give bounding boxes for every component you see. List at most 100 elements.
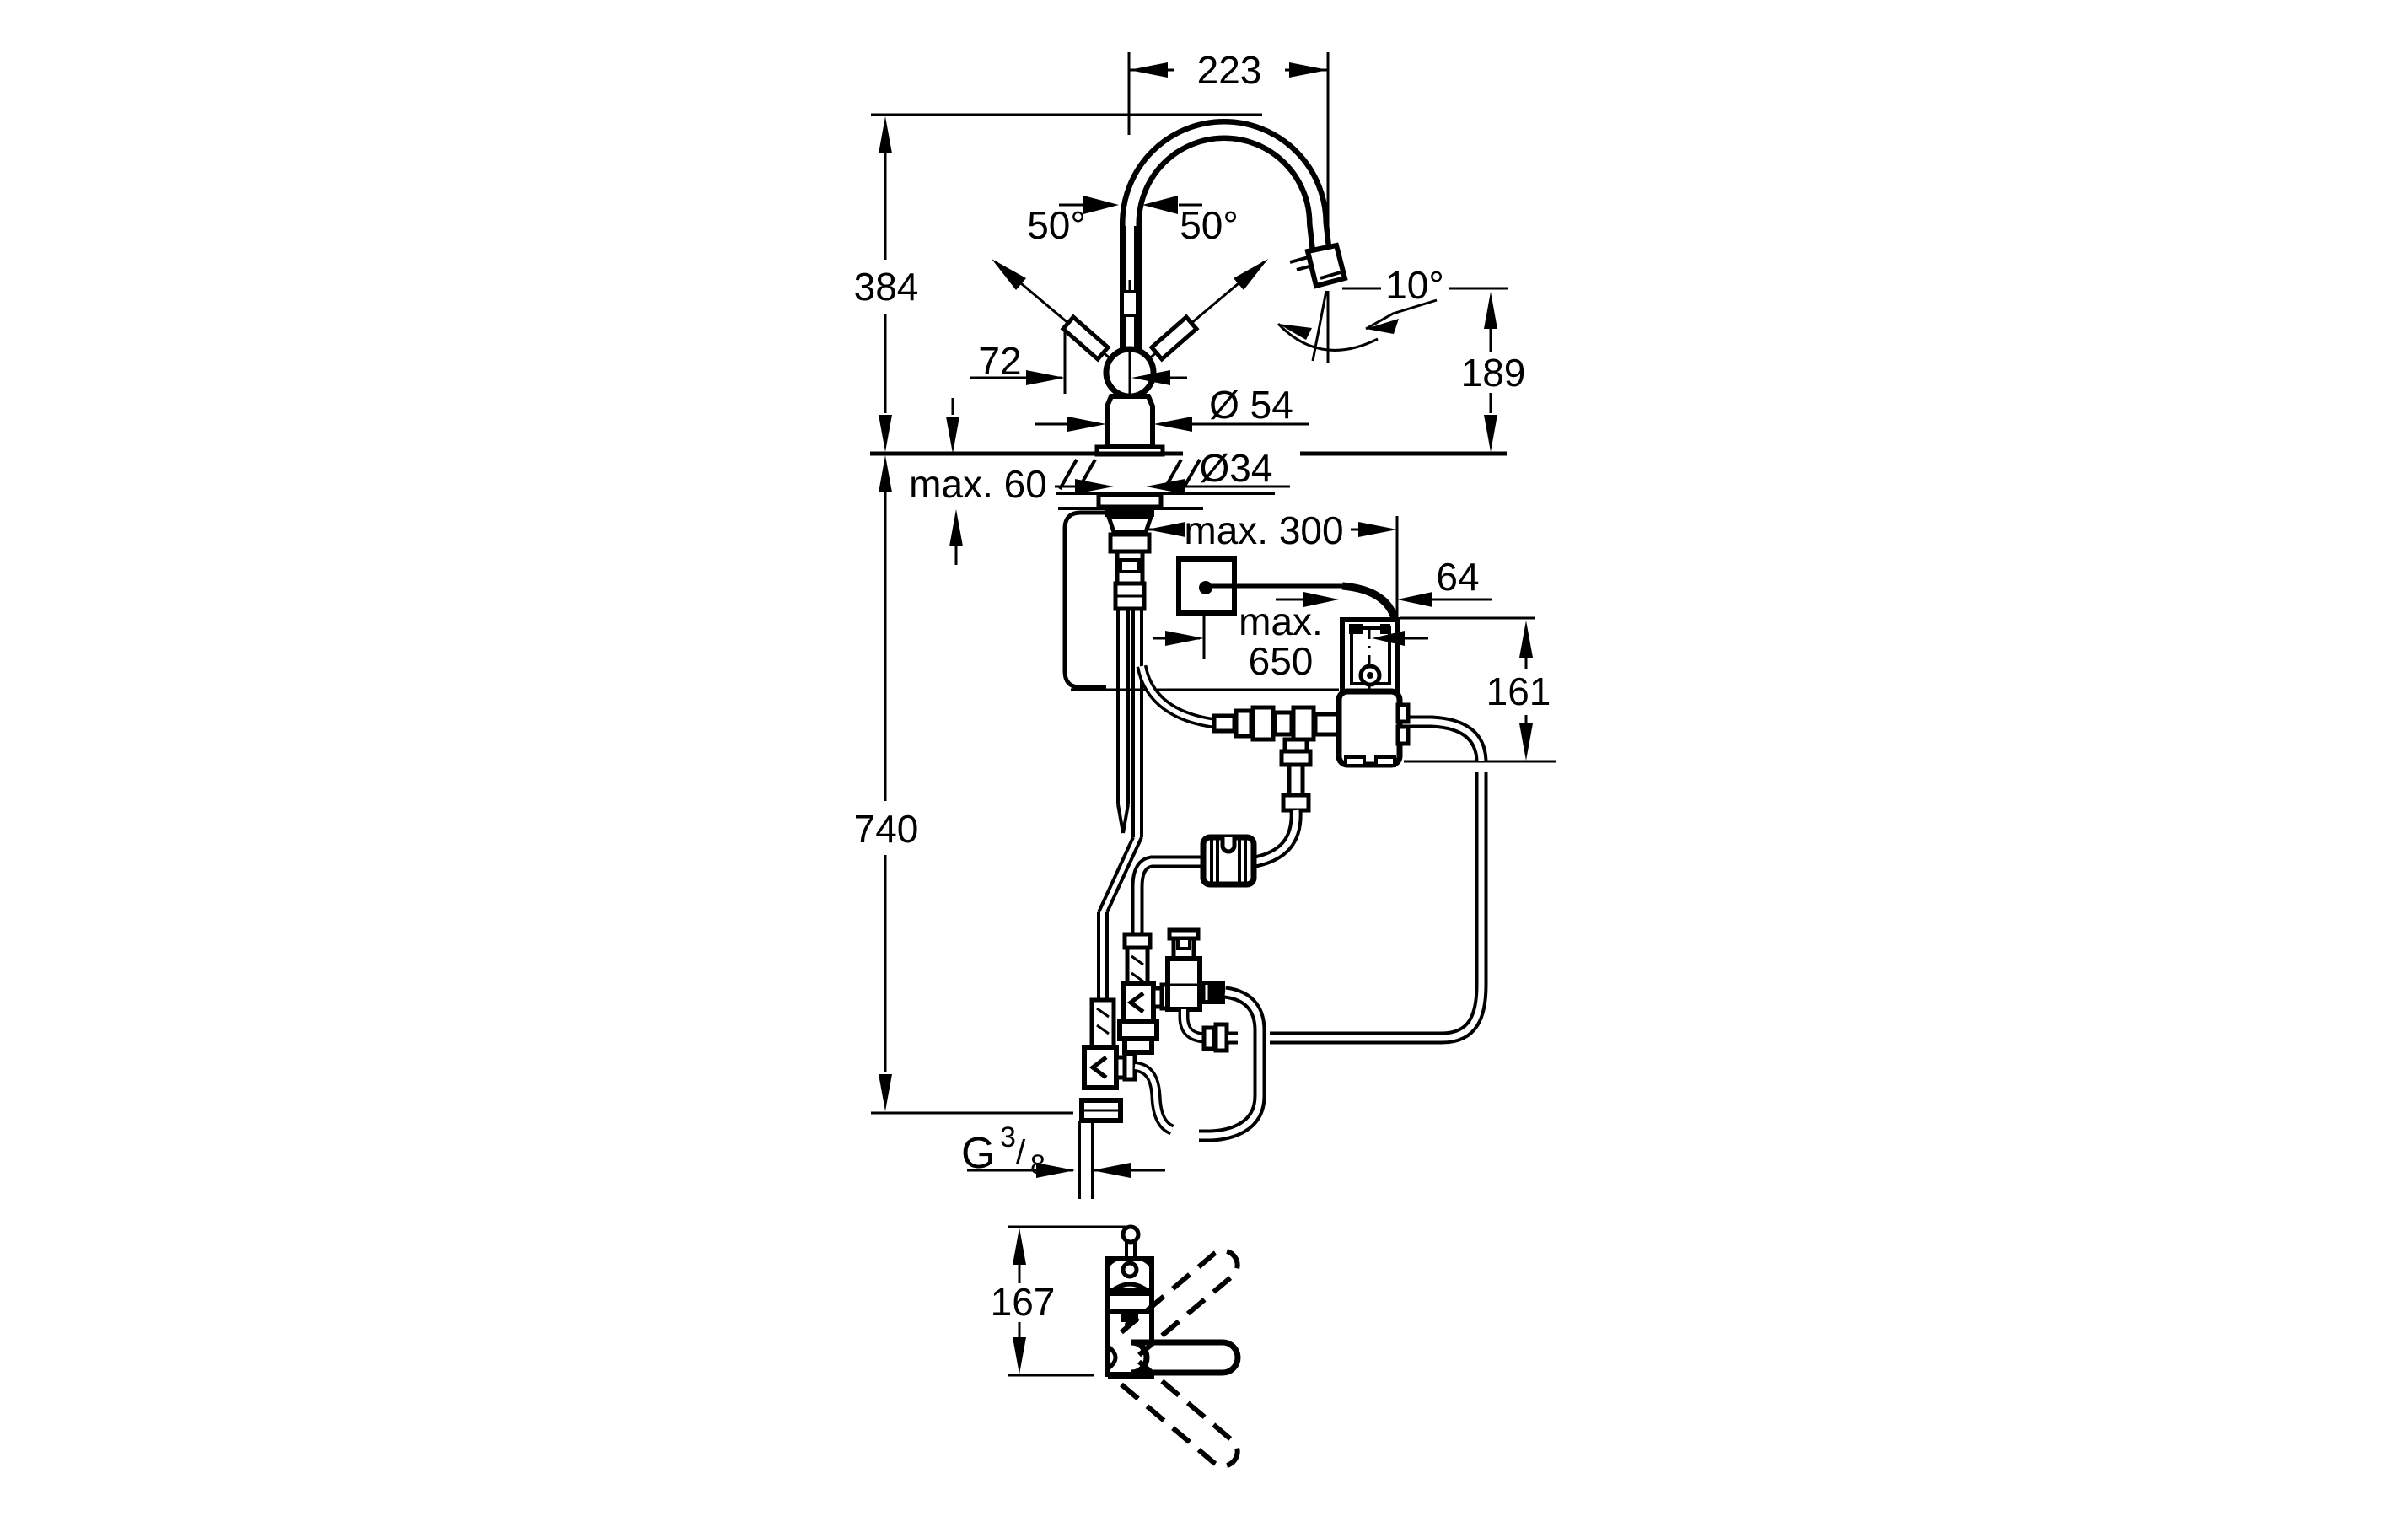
supply-tail-pipe: [1078, 1121, 1094, 1199]
control-box-corner-left: [1349, 624, 1363, 634]
label-sensor-distance: max. 300: [1184, 508, 1343, 552]
label-base-depth: 167: [991, 1280, 1056, 1324]
arrowhead: [1484, 292, 1497, 329]
arrowhead: [1067, 417, 1106, 432]
chain-tee-fitting: [1281, 793, 1311, 813]
dim-189-lines: [1342, 287, 1508, 413]
tee-left: [1082, 1045, 1119, 1090]
mounting-nut: [1108, 532, 1152, 554]
control-box-lower: [1336, 688, 1403, 768]
arrowhead: [879, 455, 892, 492]
arrowhead: [1366, 319, 1399, 334]
arrowhead: [1129, 62, 1168, 78]
arrowhead: [1519, 723, 1533, 761]
column-inner-hose-lines: [1122, 226, 1137, 347]
connector-chain: [1212, 705, 1341, 813]
topview-lever-tip-ring: [1121, 1224, 1141, 1245]
arrowhead: [1147, 522, 1185, 537]
arrowhead: [1153, 417, 1192, 432]
control-box-port-bottom: [1395, 724, 1411, 746]
label-body-diameter: Ø 54: [1209, 383, 1293, 427]
mounting-cone: [1105, 514, 1154, 535]
dimension-arrowheads: [879, 62, 1533, 1374]
faucet-side-view: [870, 119, 1507, 1199]
control-box-tab-right: [1374, 755, 1396, 767]
hose-clip: [1121, 290, 1139, 317]
label-control-box-height: 161: [1486, 669, 1551, 713]
escutcheon-seal: [1105, 507, 1154, 517]
hose-weight-notch: [1220, 837, 1237, 854]
countertop-bottom-lines: [1056, 492, 1275, 510]
label-spout-height: 384: [854, 265, 919, 309]
arrowhead: [1142, 196, 1178, 214]
spout-tube-core: [1125, 124, 1327, 396]
dim-740-lines: [871, 492, 1073, 1115]
topview-spout-swivel-up: [1120, 1248, 1240, 1357]
faucet-base: [1105, 394, 1155, 449]
arrowhead: [1278, 324, 1312, 340]
check-valve-cap-notch: [1176, 937, 1191, 950]
arrowhead: [949, 509, 963, 546]
arrowhead: [1358, 522, 1397, 537]
chain-fitting: [1250, 705, 1276, 742]
chain-fitting: [1291, 705, 1316, 742]
u-hose-core: [1199, 989, 1263, 1139]
lever-position-right: [1148, 314, 1200, 363]
dim-223-lines: [1127, 52, 1330, 363]
weight-run-hose-core: [1134, 858, 1203, 897]
dim-161-lines: [1400, 616, 1556, 763]
arrowhead: [879, 1074, 892, 1111]
label-control-box-width: 64: [1436, 555, 1479, 599]
arrowhead: [1013, 1337, 1026, 1374]
topview-top-wedge-right: [1137, 1259, 1152, 1269]
hose-guide-loop: [1062, 510, 1106, 690]
arrowhead: [992, 259, 1026, 290]
arrowhead: [879, 116, 892, 153]
control-box-knob-dot: [1367, 672, 1373, 679]
supply-braid-left: [1089, 997, 1116, 1050]
supply-hose-left: [1097, 610, 1143, 1000]
topview-lever-stem: [1125, 1241, 1137, 1259]
arrowhead: [879, 415, 892, 452]
tee-left-branch-nut2: [1122, 1051, 1137, 1082]
label-hose-length-1: max.: [1239, 599, 1323, 643]
hose-weight-caps: [1210, 840, 1247, 882]
topview-top-wedge-left: [1107, 1259, 1122, 1269]
topview-cartridge-circle: [1121, 1261, 1139, 1279]
arrowhead: [1075, 479, 1114, 494]
pullout-hose: [1116, 610, 1130, 834]
tee-left-branch-hose-core: [1134, 1064, 1174, 1132]
u-hose: [1199, 986, 1266, 1142]
label-swivel-left: 50°: [1027, 203, 1086, 247]
arrowhead: [1083, 196, 1119, 214]
chain-tee-fitting: [1287, 762, 1305, 798]
topview-band2: [1108, 1309, 1152, 1314]
arrowhead: [1026, 370, 1065, 385]
lever-position-left: [1060, 314, 1111, 363]
label-spout-reach: 223: [1197, 48, 1262, 92]
dimension-lines: [871, 52, 1556, 1377]
weight-run-hose: [1131, 855, 1203, 897]
check-valve-outlet-nut: [1201, 981, 1225, 1004]
spray-head-aerator-line: [1320, 271, 1341, 280]
dim-10-lines: [1277, 290, 1438, 362]
control-hose-core: [1139, 665, 1217, 726]
label-spray-head-angle: 10°: [1385, 263, 1444, 307]
control-box-port-top: [1395, 702, 1411, 724]
countertop-hatch: [1058, 459, 1201, 490]
arrowhead: [1146, 479, 1185, 494]
topview-spout-joint-arc: [1105, 1343, 1118, 1372]
supply-braid-left-hatch: [1096, 1007, 1110, 1035]
drop-hose-core: [1255, 809, 1299, 865]
elbow-nut2: [1213, 1022, 1229, 1053]
chain-fitting: [1234, 708, 1254, 739]
arrowhead: [1234, 259, 1268, 290]
dimension-labels: 223 384 50° 50° 10° 72 189 Ø 54 Ø34 max.…: [854, 48, 1551, 1324]
topview-spout-swivel-down: [1120, 1359, 1240, 1469]
spray-head: [1304, 242, 1348, 289]
label-depth-below-deck: 740: [854, 807, 919, 851]
box-outlet-elbow-core: [1400, 718, 1485, 761]
arrowhead: [1397, 592, 1432, 607]
